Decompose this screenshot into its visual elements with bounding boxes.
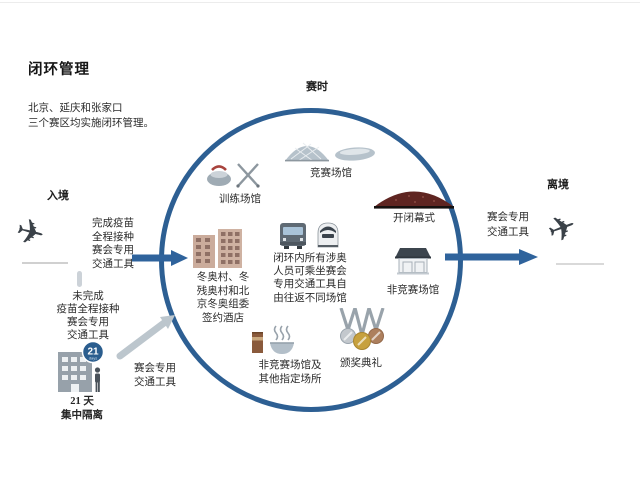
villages-hotels-label: 冬奥村、冬 残奥村和北 京冬奥组委 签约酒店 [196, 272, 250, 324]
cup-and-steaming-bowl-icon [252, 325, 294, 354]
quarantine-to-loop-arrow-icon [116, 315, 175, 360]
airplane-takeoff-icon: ✈ [542, 205, 583, 253]
subtitle: 北京、延庆和张家口 三个赛区均实施闭环管理。 [28, 103, 154, 129]
entry-label: 入境 [47, 190, 69, 202]
ceremonies-label: 开闭幕式 [393, 213, 435, 224]
unvaccinated-route-text: 未完成 疫苗全程接种 赛会专用 交通工具 [56, 291, 120, 341]
quarantine-caption: 21 天 集中隔离 [61, 396, 103, 421]
runway-line [556, 263, 604, 265]
medal-ceremony-label: 颁奖典礼 [340, 358, 382, 369]
non-competition-venues-label: 非竞赛场馆 [386, 285, 440, 296]
quarantine-building-21-days-icon: 21 days [58, 340, 105, 392]
svg-text:days: days [89, 356, 97, 361]
exit-label: 离境 [547, 179, 569, 191]
storefront-icon [395, 248, 431, 275]
vaccinated-route-text: 完成疫苗 全程接种 赛会专用 交通工具 [92, 218, 134, 270]
page-title: 闭环管理 [28, 62, 90, 78]
training-venues-label: 训练场馆 [219, 194, 261, 205]
residential-buildings-icon [193, 229, 242, 268]
svg-text:21: 21 [87, 347, 99, 358]
entry-arrow-right-icon [132, 250, 188, 266]
exit-arrow-right-icon [445, 249, 538, 265]
competition-venues-label: 竞赛场馆 [310, 168, 352, 179]
route-divider-dash [77, 271, 82, 287]
non-competition-places-label: 非竞赛场馆及 其他指定场所 [258, 360, 322, 385]
airplane-landing-icon: ✈ [11, 210, 49, 256]
quarantine-transport-text: 赛会专用 交通工具 [134, 363, 176, 388]
curling-stone-and-crossed-poles-icon [207, 163, 260, 188]
exit-transport-text: 赛会专用 交通工具 [487, 212, 529, 238]
bus-and-train-icon [280, 222, 339, 249]
loop-transport-rule-text: 闭环内所有涉奥 人员可乘坐赛会 专用交通工具自 由往返不同场馆 [273, 253, 347, 304]
loop-label: 赛时 [306, 81, 328, 93]
top-divider [0, 2, 640, 3]
three-medals-icon [339, 308, 385, 350]
birds-nest-stadium-icon [374, 191, 454, 209]
runway-line [22, 262, 68, 264]
stadium-buildings-icon [285, 142, 375, 162]
